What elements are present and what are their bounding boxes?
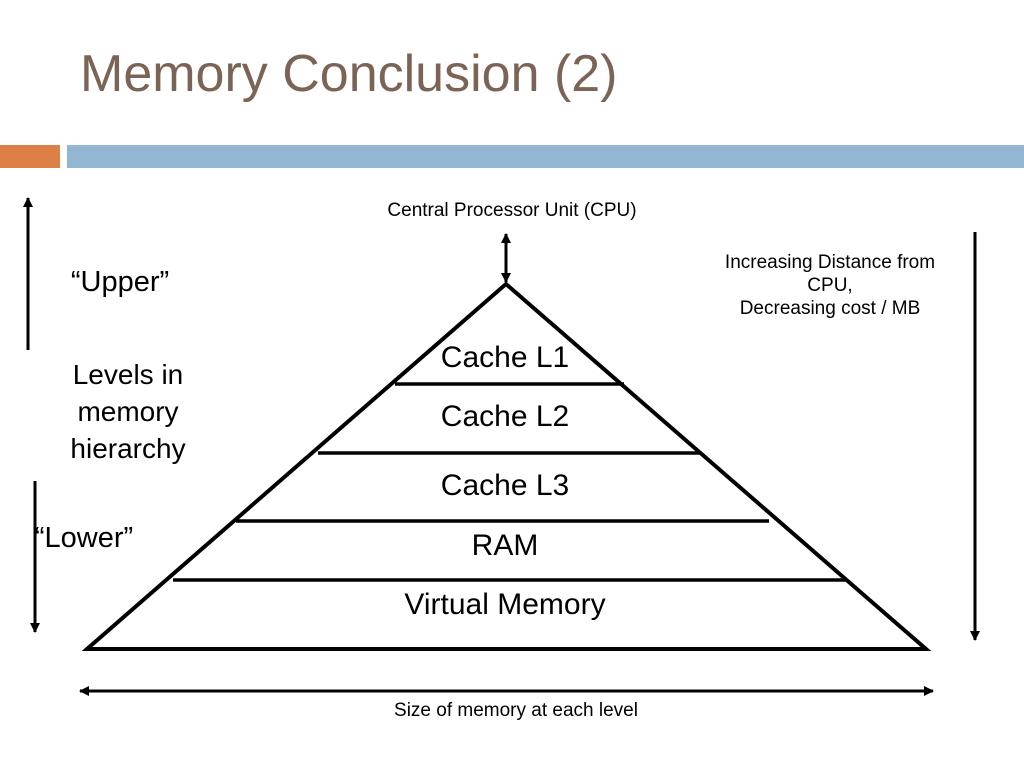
pyramid-outline [81,281,932,651]
level-label-cache-l2: Cache L2 [440,400,570,433]
lower-label: “Lower” [34,522,134,554]
level-label-cache-l1: Cache L1 [440,341,570,374]
levels-label-line: memory [77,396,179,427]
levels-label-line: Levels in [72,359,184,390]
distance-cost-note-line: Decreasing cost / MB [739,298,921,319]
distance-cost-note: Increasing Distance from CPU, Decreasing… [690,251,970,320]
level-label-cache-l3: Cache L3 [440,469,570,502]
cpu-label: Central Processor Unit (CPU) [387,200,637,221]
level-label-virtual-memory: Virtual Memory [404,588,606,621]
level-label-ram: RAM [471,529,539,562]
slide-title: Memory Conclusion (2) [80,45,618,103]
levels-label-line: hierarchy [70,433,186,464]
size-label: Size of memory at each level [394,700,638,721]
accent-bar-orange [0,145,60,168]
accent-bar-blue [67,145,1024,168]
upper-label: “Upper” [70,266,170,298]
distance-cost-note-line: CPU, [807,275,853,296]
distance-cost-note-line: Increasing Distance from [724,252,936,273]
levels-label: Levels in memory hierarchy [28,356,228,467]
